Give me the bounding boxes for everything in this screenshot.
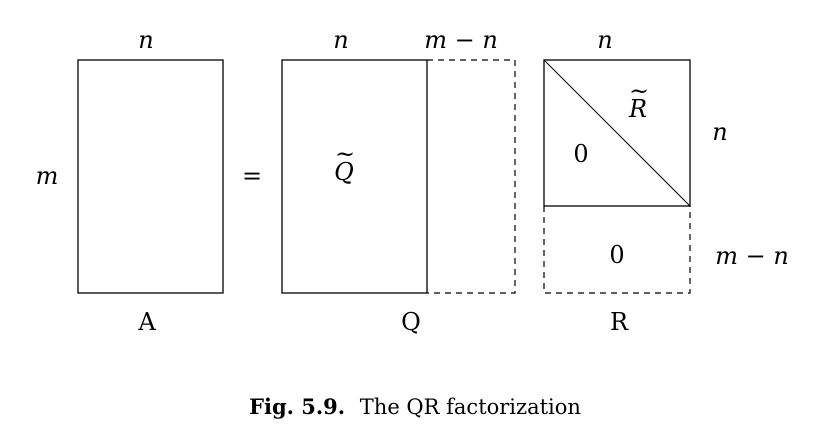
- figure-caption-text: The QR factorization: [360, 395, 581, 419]
- equals-sign: =: [242, 162, 262, 190]
- matrix-r-bottom-block-label: 0: [609, 241, 624, 269]
- matrix-a-name: A: [137, 308, 156, 336]
- matrix-q-tilde-block: [281, 59, 428, 294]
- matrix-q-extra-cols-label: m − n: [424, 26, 498, 54]
- matrix-r-rows-label: n: [712, 118, 727, 146]
- figure-caption-prefix: Fig. 5.9.: [249, 394, 345, 419]
- matrix-r-diagonal: [543, 59, 691, 207]
- matrix-r-name: R: [610, 308, 629, 336]
- matrix-q-name: Q: [401, 308, 421, 336]
- matrix-r-upper-label: R: [628, 95, 647, 123]
- matrix-q-block-label: Q: [334, 158, 354, 186]
- matrix-a-rect: [77, 59, 224, 294]
- matrix-r-cols-label: n: [597, 26, 612, 54]
- matrix-a-cols-label: n: [138, 26, 153, 54]
- matrix-q-extra-block: [427, 59, 516, 294]
- matrix-r-extra-rows-label: m − n: [715, 242, 789, 270]
- matrix-r-lower-triangle-label: 0: [573, 140, 588, 168]
- matrix-r-upper-block: [543, 59, 691, 207]
- matrix-q-cols-label: n: [333, 26, 348, 54]
- matrix-q-tilde-mark: ~: [335, 140, 355, 168]
- matrix-a-rows-label: m: [36, 162, 59, 190]
- matrix-r-upper-tilde-mark: ~: [629, 77, 649, 105]
- figure-caption: Fig. 5.9. The QR factorization: [249, 394, 581, 419]
- matrix-r-zero-block: [543, 206, 691, 294]
